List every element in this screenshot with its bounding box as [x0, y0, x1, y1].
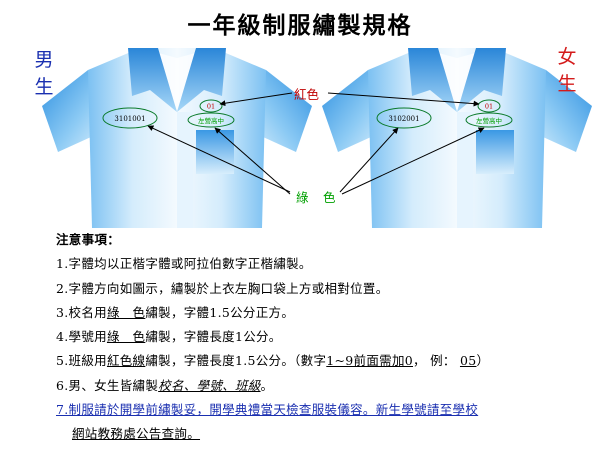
girl-collar-right	[457, 48, 506, 112]
note-5-eg: ， 例：	[413, 353, 460, 369]
boy-pocket	[196, 130, 234, 174]
callout-arrows	[147, 92, 485, 195]
girl-school-ellipse	[465, 112, 513, 128]
arrow-red-to-boy-class	[219, 92, 293, 107]
girl-collar-left	[408, 48, 457, 112]
girl-student-id-ellipse	[376, 107, 432, 129]
boy-collar-right	[177, 48, 226, 112]
note-4-prefix: 4.學號用	[56, 329, 107, 345]
boy-student-id-ellipse	[102, 107, 158, 129]
note-6-prefix: 6.男、女生皆繡製	[56, 377, 159, 393]
uniform-diagram: 3101001 01 左營高中 3102001 01 左營高中 紅色 綠 色	[42, 48, 592, 228]
note-item-4: 4.學號用綠 色繡製，字體長度1公分。	[56, 325, 596, 349]
boy-student-id: 3101001	[114, 115, 145, 123]
note-item-5: 5.班級用紅色線繡製，字體長度1.5公分。（數字1~9前面需加0， 例： 05）	[56, 349, 596, 373]
note-6-items: 校名、學號、班級	[158, 377, 261, 393]
girl-shirt: 3102001 01 左營高中	[322, 48, 592, 228]
notes-section: 注意事項： 1.字體均以正楷字體或阿拉伯數字正楷繡製。 2.字體方向如圖示，繡製…	[56, 228, 596, 447]
note-5-end: ）	[476, 353, 490, 369]
boy-left-sleeve	[42, 70, 102, 152]
arrow-green-to-boy-id	[147, 125, 291, 193]
arrow-green-to-girl-school	[341, 127, 485, 195]
note-item-3: 3.校名用綠 色繡製，字體1.5公分正方。	[56, 301, 596, 325]
note-5-example: 05	[459, 353, 477, 369]
girl-pocket	[476, 130, 514, 174]
boy-collar-left	[128, 48, 177, 112]
arrow-green-to-girl-id	[339, 127, 399, 193]
girl-school-name: 左營高中	[476, 116, 502, 125]
note-item-6: 6.男、女生皆繡製校名、學號、班級。	[56, 374, 596, 398]
note-item-7: 7.制服請於開學前繡製妥，開學典禮當天檢查服裝儀容。新生學號請至學校	[56, 398, 596, 422]
note-7-line-1: 7.制服請於開學前繡製妥，開學典禮當天檢查服裝儀容。新生學號請至學校	[56, 402, 479, 418]
note-3-suffix: 繡製，字體1.5公分正方。	[145, 304, 295, 320]
arrow-red-to-girl-class	[327, 92, 480, 107]
boy-school-ellipse	[187, 112, 235, 128]
note-item-1: 1.字體均以正楷字體或阿拉伯數字正楷繡製。	[56, 256, 312, 272]
arrow-green-to-boy-school	[214, 127, 291, 195]
note-7-line-2: 網站教務處公告查詢。	[72, 426, 201, 442]
boy-label: 男生	[34, 49, 54, 98]
boy-class-number: 01	[207, 103, 215, 111]
note-5-color: 紅色線	[106, 353, 146, 369]
note-5-prefix: 5.班級用	[56, 353, 107, 369]
note-3-color: 綠 色	[106, 304, 146, 320]
boy-school-name: 左營高中	[198, 116, 224, 125]
girl-class-number: 01	[485, 103, 493, 111]
girl-left-sleeve	[322, 70, 382, 152]
girl-right-sleeve	[532, 70, 592, 152]
note-item-2: 2.字體方向如圖示，繡製於上衣左胸口袋上方或相對位置。	[56, 280, 389, 296]
note-5-rule: 1~9前面需加0	[326, 353, 414, 369]
girl-student-id: 3102001	[388, 115, 419, 123]
notes-header: 注意事項：	[56, 232, 121, 247]
red-callout-label: 紅色	[294, 87, 320, 102]
boy-shirt: 3101001 01 左營高中	[42, 48, 312, 228]
note-3-prefix: 3.校名用	[56, 304, 107, 320]
page-title: 一年級制服繡製規格	[187, 12, 413, 39]
note-6-end: 。	[260, 377, 274, 393]
note-5-mid: 繡製，字體長度1.5公分。（數字	[145, 353, 327, 369]
note-4-suffix: 繡製，字體長度1公分。	[145, 329, 282, 345]
girl-label: 女生	[557, 46, 577, 95]
boy-right-sleeve	[252, 70, 312, 152]
note-item-7-cont: 網站教務處公告查詢。	[56, 422, 596, 446]
green-callout-label: 綠 色	[296, 190, 337, 205]
note-4-color: 綠 色	[106, 329, 146, 345]
